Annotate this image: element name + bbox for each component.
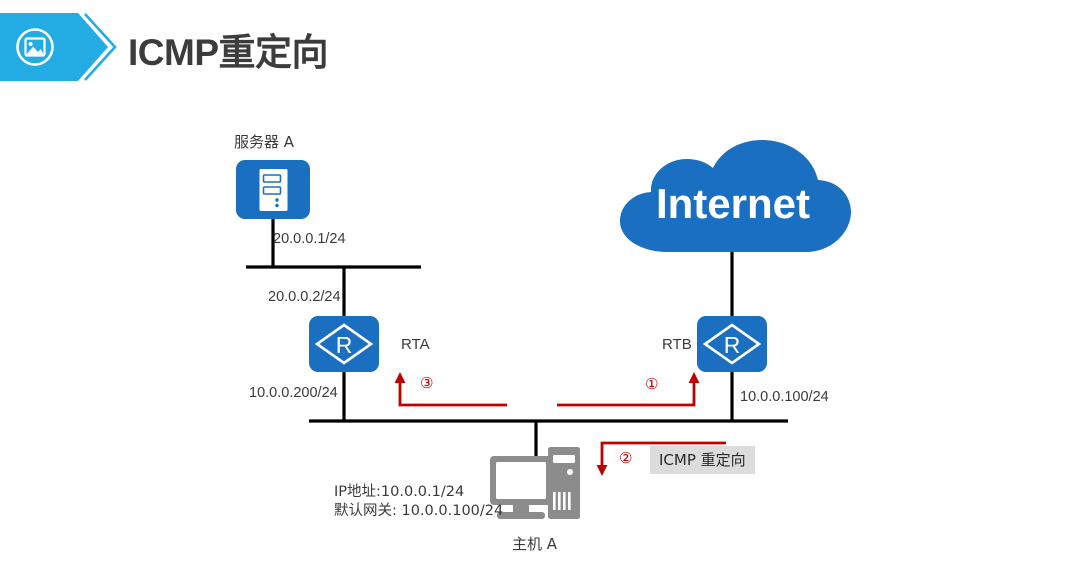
label-rtb-lower-ip: 10.0.0.100/24: [740, 389, 829, 405]
label-rta-lower-ip: 10.0.0.200/24: [249, 385, 338, 401]
internet-cloud-label: Internet: [656, 180, 810, 227]
svg-text:R: R: [724, 332, 741, 358]
image-picture-icon: [16, 28, 54, 66]
host-a-ip-line: IP地址:10.0.0.1/24: [334, 484, 465, 500]
svg-text:R: R: [336, 332, 353, 358]
host-a-details: IP地址:10.0.0.1/24 默认网关: 10.0.0.100/24: [334, 483, 503, 521]
icmp-redirect-badge: ICMP 重定向: [650, 446, 755, 474]
flow-arrows: [394, 372, 726, 476]
node-host-a[interactable]: [490, 447, 580, 519]
node-rta[interactable]: R: [309, 316, 379, 372]
label-rta: RTA: [401, 336, 430, 353]
flow-step-number-3: ③: [420, 374, 434, 392]
node-rtb[interactable]: R: [697, 316, 767, 372]
flow-arrow-2-head: [596, 465, 608, 476]
flow-step-number-2: ②: [619, 449, 633, 467]
banner-chevron-icon: [84, 13, 117, 81]
label-host-a: 主机 A: [512, 535, 558, 553]
node-internet-cloud[interactable]: Internet: [620, 140, 851, 252]
label-rtb: RTB: [662, 336, 692, 353]
flow-arrow-3-head: [394, 372, 406, 383]
flow-arrow-1-head: [688, 372, 700, 383]
label-rta-upper-ip: 20.0.0.2/24: [268, 289, 341, 305]
node-server-a[interactable]: [236, 160, 310, 219]
label-server-a: 服务器 A: [234, 133, 295, 151]
flow-arrow-1: [557, 380, 696, 407]
host-a-gateway-line: 默认网关: 10.0.0.100/24: [334, 503, 504, 519]
topology-links: [246, 219, 788, 458]
header-banner: [0, 13, 108, 81]
flow-step-number-1: ①: [645, 375, 659, 393]
flow-arrow-3: [398, 380, 507, 407]
flow-arrow-2: [600, 441, 726, 468]
label-server-a-ip: 20.0.0.1/24: [273, 231, 346, 247]
page-title: ICMP重定向: [128, 32, 329, 73]
